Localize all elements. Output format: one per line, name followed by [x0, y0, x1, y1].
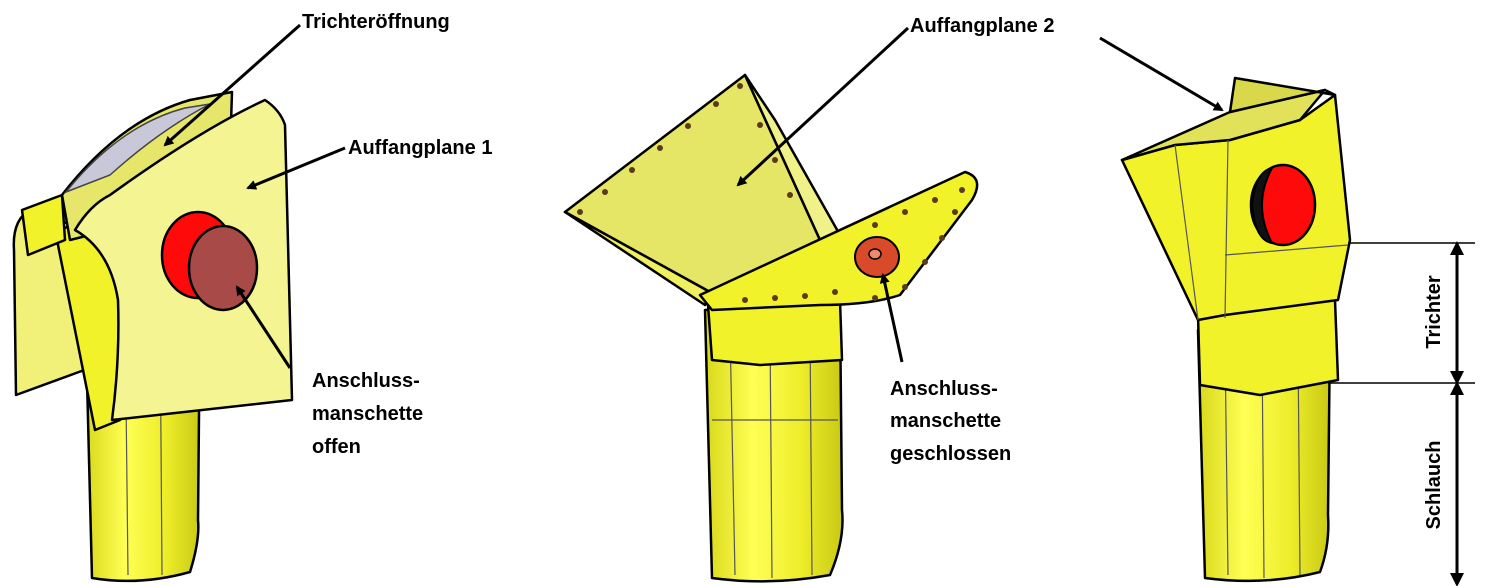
label-catch-tarp-2: Auffangplane 2	[910, 15, 1054, 37]
figure-left-funnel	[14, 92, 292, 581]
label-connection-open-3: offen	[312, 436, 361, 458]
cuff-open	[189, 226, 257, 310]
label-funnel: Trichter	[1423, 275, 1445, 349]
cuff-closed-center	[869, 249, 881, 259]
annotation-connection-closed: Anschluss- manschette geschlossen	[883, 275, 1011, 465]
label-hose: Schlauch	[1423, 441, 1445, 530]
label-connection-open-1: Anschluss-	[312, 370, 420, 392]
label-connection-open-2: manschette	[312, 403, 423, 425]
label-catch-tarp-1: Auffangplane 1	[348, 137, 492, 159]
annotation-catch-tarp-2-right	[1100, 38, 1222, 110]
label-funnel-opening: Trichteröffnung	[302, 11, 450, 33]
label-connection-closed-1: Anschluss-	[890, 378, 998, 400]
figure-middle-funnel	[565, 75, 977, 581]
figure-right-funnel	[1122, 78, 1350, 581]
label-connection-closed-2: manschette	[890, 410, 1001, 432]
dimension-indicator: Trichter Schlauch	[1330, 243, 1475, 580]
label-connection-closed-3: geschlossen	[890, 443, 1011, 465]
